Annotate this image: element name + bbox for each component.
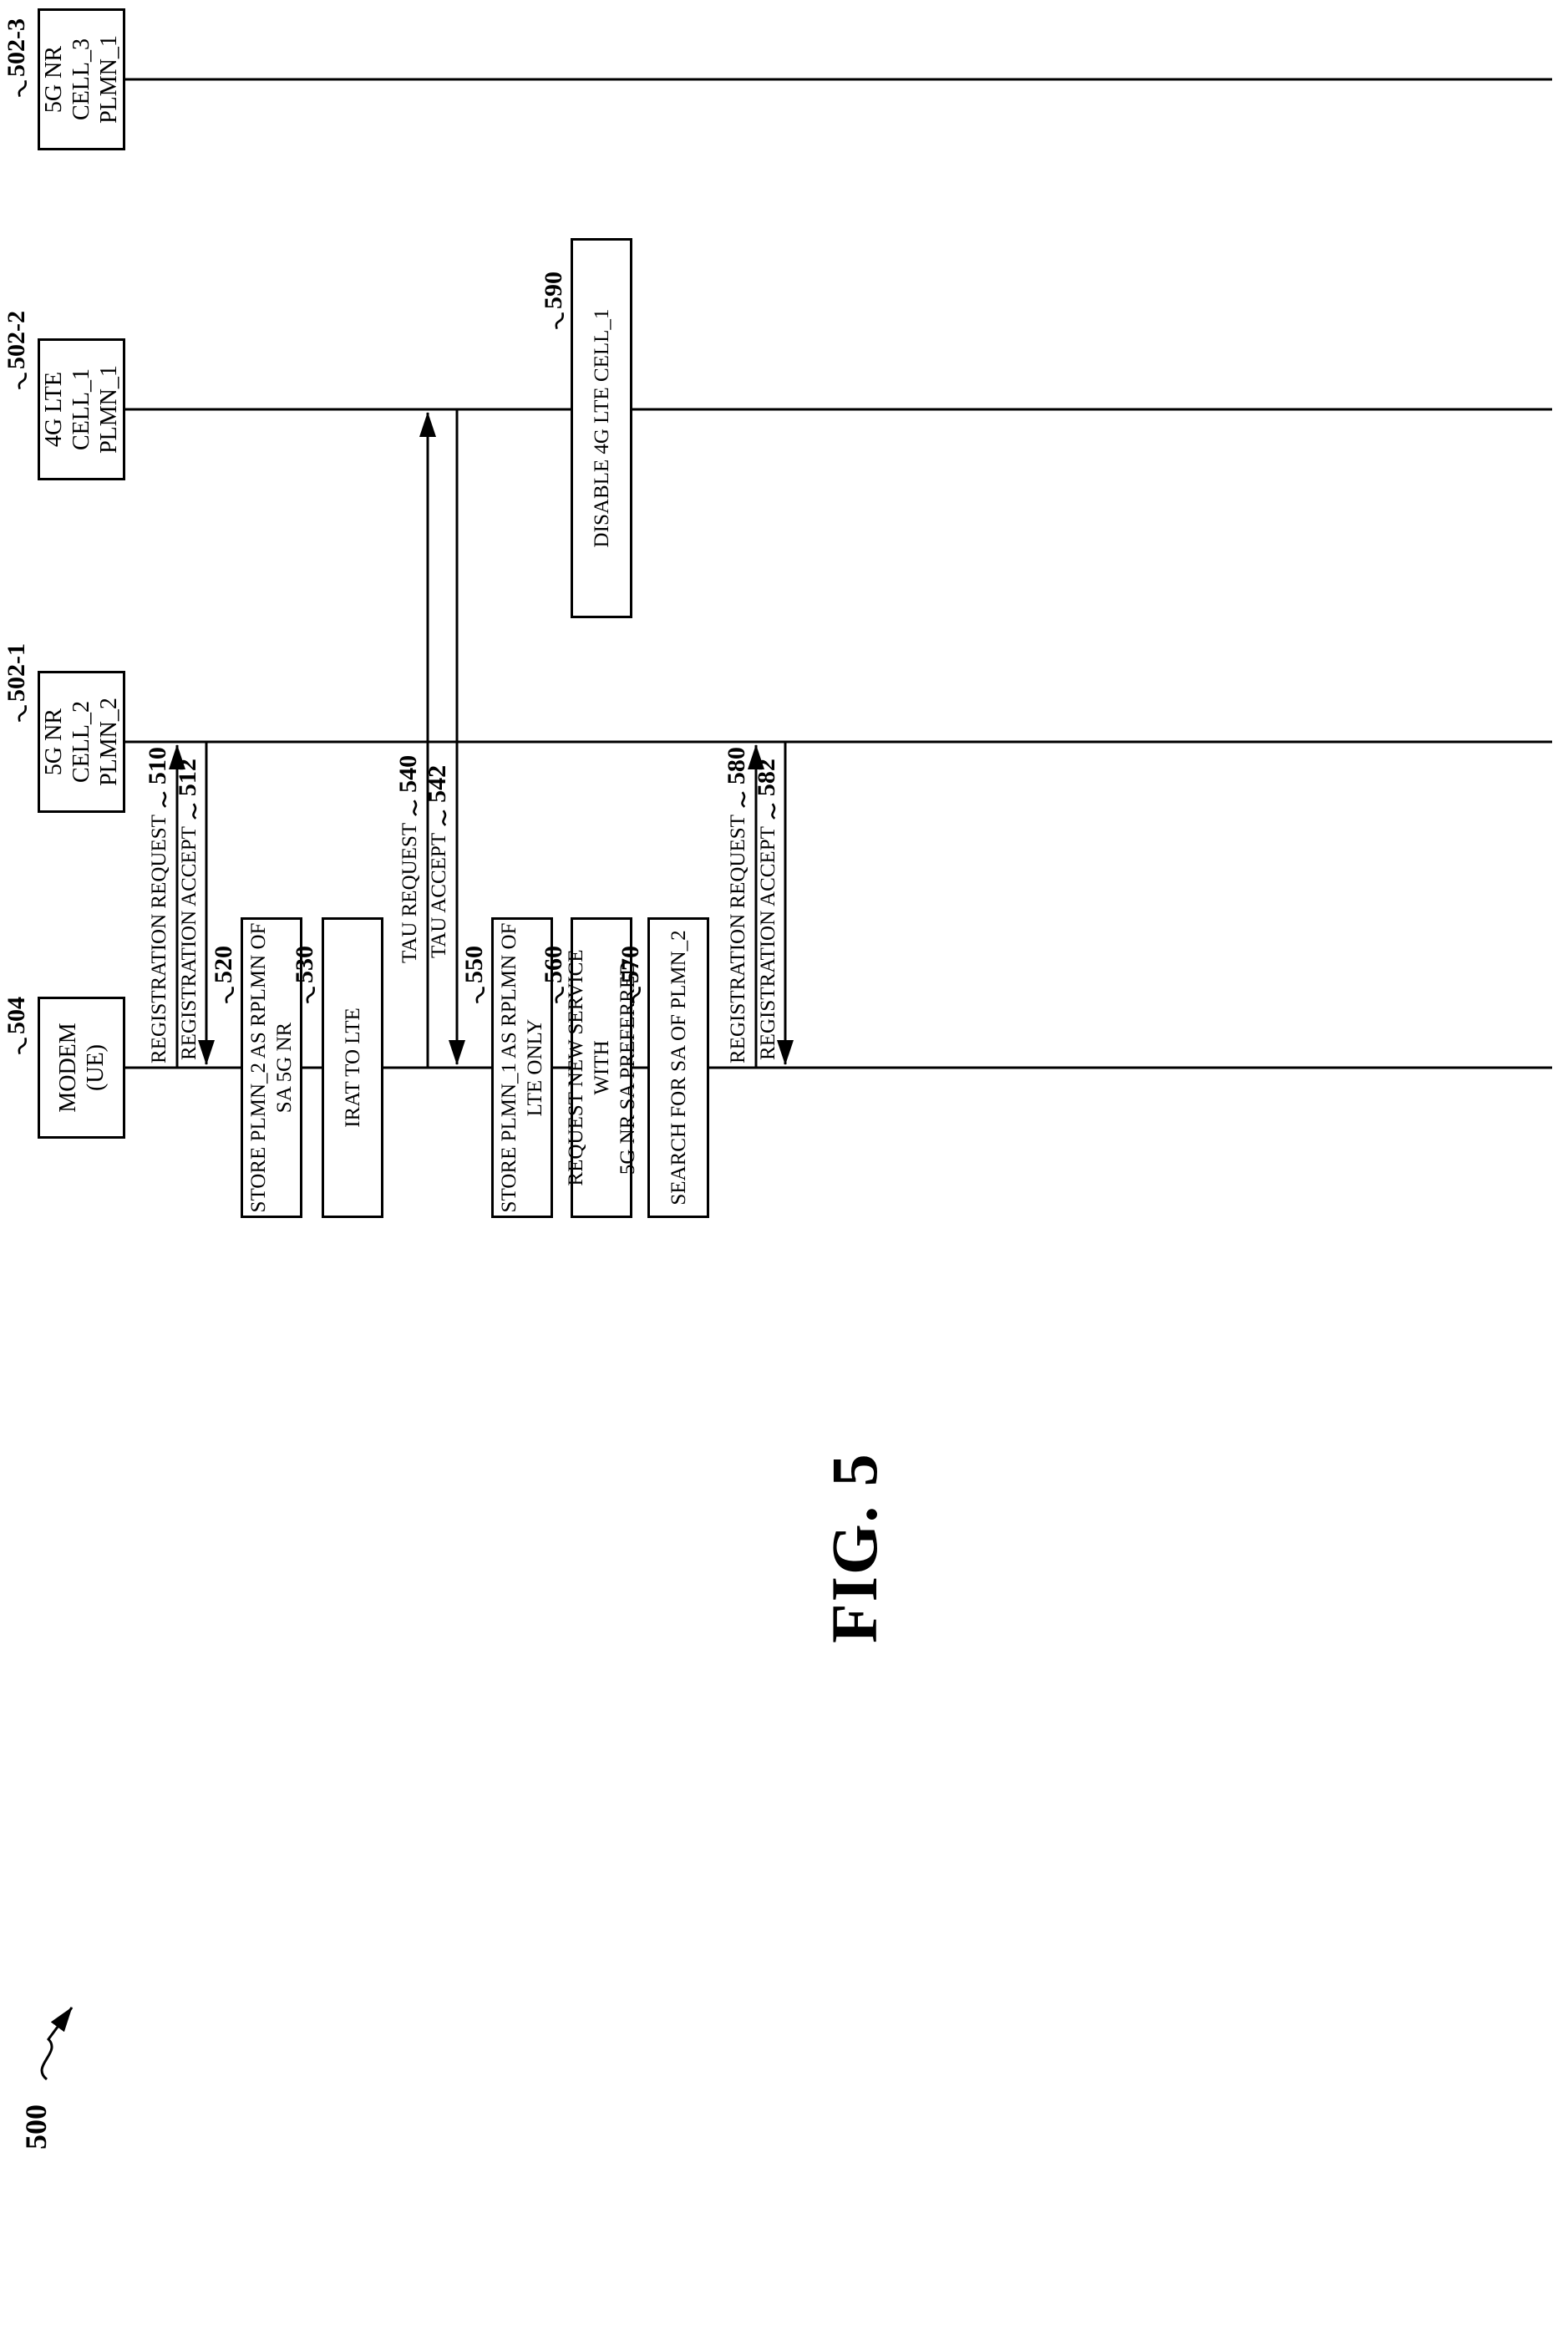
entity-text-line: CELL_3: [69, 38, 94, 120]
squiggle-leader-icon: [18, 1037, 27, 1055]
entity-text-line: PLMN_1: [96, 365, 122, 454]
entity-text-line: CELL_1: [69, 368, 94, 450]
ref-label-502-3: 502-3: [3, 18, 30, 98]
squiggle-leader-icon: [475, 986, 485, 1004]
ref-number: 580: [723, 747, 750, 785]
message-text: REGISTRATION REQUEST: [727, 815, 749, 1063]
ref-label-520: 520: [210, 946, 237, 1004]
figure-ref-500: 500: [19, 2104, 53, 2150]
message-label-512: REGISTRATION ACCEPT 512: [174, 759, 201, 1060]
squiggle-leader-icon: [741, 791, 746, 808]
ref-number: 542: [424, 764, 451, 803]
entity-text-line: MODEM: [54, 1023, 81, 1113]
entity-box-4g-lte-cell1: 4G LTE CELL_1 PLMN_1: [38, 338, 125, 480]
entity-text-line: (UE): [82, 1044, 109, 1091]
ref-number: 550: [460, 946, 488, 983]
entity-text-line: 5G NR: [41, 45, 67, 114]
message-label-540: TAU REQUEST 540: [394, 754, 422, 963]
squiggle-leader-icon: [225, 986, 234, 1004]
message-text: TAU REQUEST: [398, 822, 421, 963]
action-text-line: SEARCH FOR SA OF PLMN_2: [667, 930, 690, 1206]
ref-number: 590: [540, 272, 567, 309]
message-label-580: REGISTRATION REQUEST 580: [723, 747, 750, 1063]
ref-number: 560: [540, 946, 567, 983]
ref-label-550: 550: [460, 946, 488, 1004]
action-text-line: STORE PLMN_1 AS RPLMN OF: [498, 922, 520, 1213]
message-text: REGISTRATION REQUEST: [148, 815, 170, 1063]
ref-number: 582: [753, 759, 780, 797]
ref-label-560: 560: [540, 946, 567, 1004]
entity-text-line: PLMN_2: [96, 698, 122, 786]
entity-text-line: 5G NR: [41, 708, 67, 776]
ref-label-502-2: 502-2: [3, 311, 30, 390]
squiggle-leader-icon: [18, 372, 27, 390]
squiggle-leader-icon: [18, 704, 27, 723]
ref-label-530: 530: [291, 946, 318, 1004]
squiggle-leader-icon: [442, 810, 447, 826]
message-text: REGISTRATION ACCEPT: [757, 826, 779, 1060]
ref-number: 530: [291, 946, 318, 983]
ref-number: 520: [210, 946, 237, 983]
message-label-582: REGISTRATION ACCEPT 582: [753, 759, 780, 1060]
message-label-542: TAU ACCEPT 542: [424, 765, 451, 958]
action-box-530-irat-to-lte: IRAT TO LTE: [322, 917, 383, 1218]
figure-number-label: FIG. 5: [818, 1452, 891, 1643]
message-text: REGISTRATION ACCEPT: [178, 826, 200, 1060]
squiggle-leader-icon: [192, 803, 197, 820]
squiggle-leader-icon: [162, 791, 167, 808]
squiggle-leader-icon: [18, 79, 27, 98]
message-label-510: REGISTRATION REQUEST 510: [144, 747, 171, 1063]
ref-label-502-1: 502-1: [3, 643, 30, 723]
entity-box-modem-ue: MODEM (UE): [38, 997, 125, 1139]
ref-number: 502-2: [3, 311, 30, 369]
squiggle-leader-icon: [555, 986, 564, 1004]
ref-number: 512: [174, 759, 201, 797]
squiggle-leader-icon: [632, 986, 641, 1004]
action-text-line: STORE PLMN_2 AS RPLMN OF: [247, 922, 270, 1213]
entity-box-5g-nr-cell3: 5G NR CELL_3 PLMN_1: [38, 8, 125, 150]
message-text: TAU ACCEPT: [428, 832, 450, 958]
entity-text-line: PLMN_1: [96, 35, 122, 124]
ref-number: 570: [617, 946, 644, 983]
entity-text-line: 4G LTE: [41, 372, 67, 447]
action-text-line: REQUEST NEW SERVICE WITH: [564, 949, 613, 1186]
squiggle-leader-icon: [413, 799, 418, 816]
action-text-line: LTE ONLY: [524, 1018, 546, 1117]
ref-label-504: 504: [3, 997, 30, 1055]
ref-number: 504: [3, 997, 30, 1034]
squiggle-leader-icon: [771, 803, 776, 820]
ref-number: 502-3: [3, 18, 30, 77]
action-box-590-disable-4g-lte: DISABLE 4G LTE CELL_1: [571, 238, 632, 618]
entity-text-line: CELL_2: [69, 701, 94, 783]
entity-box-5g-nr-cell2: 5G NR CELL_2 PLMN_2: [38, 671, 125, 813]
ref-number: 540: [394, 754, 422, 793]
squiggle-leader-icon: [555, 312, 564, 330]
action-box-570-search-sa-plmn2: SEARCH FOR SA OF PLMN_2: [647, 917, 709, 1218]
action-text-line: IRAT TO LTE: [341, 1008, 364, 1128]
ref-label-590: 590: [540, 272, 567, 330]
ref-number: 502-1: [3, 643, 30, 702]
action-text-line: SA 5G NR: [273, 1022, 296, 1114]
ref-label-570: 570: [617, 946, 644, 1004]
squiggle-leader-icon: [306, 986, 315, 1004]
figure-ref-leader-arrow: [40, 2007, 74, 2081]
action-text-line: DISABLE 4G LTE CELL_1: [590, 308, 613, 548]
ref-number: 510: [144, 747, 171, 785]
